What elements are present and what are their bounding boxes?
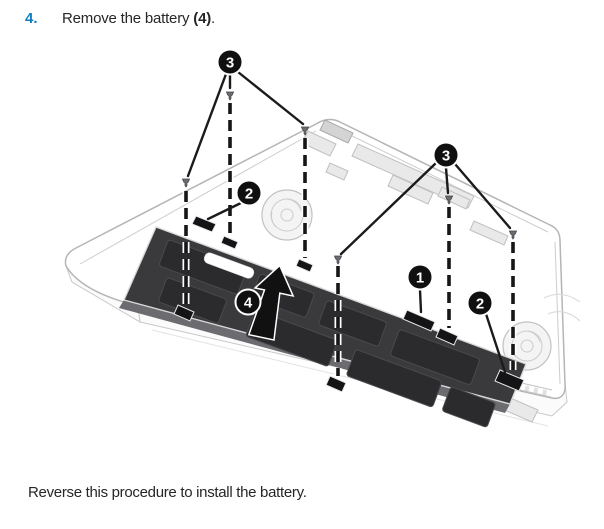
callout-2-right-label: 2 <box>476 295 484 312</box>
step-number: 4. <box>25 10 38 27</box>
callout-1-label: 1 <box>416 269 424 286</box>
callout-4: 4 <box>234 288 262 316</box>
cooling-fan-left <box>261 189 313 241</box>
screw-icon <box>226 91 234 101</box>
step-line: 4. Remove the battery (4). <box>25 9 215 28</box>
instruction-prefix: Remove the battery <box>62 10 194 27</box>
battery-connector <box>402 309 436 332</box>
battery-label <box>203 252 255 279</box>
screw-icon <box>182 178 190 188</box>
callout-3-left: 3 <box>216 48 244 76</box>
motherboard-details <box>301 119 581 423</box>
instruction-suffix: . <box>211 10 215 27</box>
battery-clips-and-bosses <box>173 215 525 393</box>
callout-2-left-label: 2 <box>245 185 253 202</box>
callout-2-right: 2 <box>466 289 494 317</box>
removal-direction-arrow-icon <box>247 264 295 341</box>
battery-clip-top-left <box>191 215 217 233</box>
step-instruction: Remove the battery (4). <box>62 10 215 27</box>
instruction-callout-ref: (4) <box>193 10 212 27</box>
callout-3-left-label: 3 <box>226 54 234 71</box>
battery-clip-bottom-right <box>494 369 525 392</box>
callout-4-label: 4 <box>244 294 253 311</box>
callout-3-right: 3 <box>432 141 460 169</box>
footer-instruction: Reverse this procedure to install the ba… <box>28 484 307 501</box>
callout-leader-lines <box>186 70 512 374</box>
callout-3-right-label: 3 <box>442 147 450 164</box>
screw-alignment-dashes <box>182 103 517 376</box>
callout-2-left: 2 <box>235 179 263 207</box>
battery-cell-panels <box>158 239 496 428</box>
battery <box>119 215 527 428</box>
callout-1: 1 <box>406 263 434 291</box>
